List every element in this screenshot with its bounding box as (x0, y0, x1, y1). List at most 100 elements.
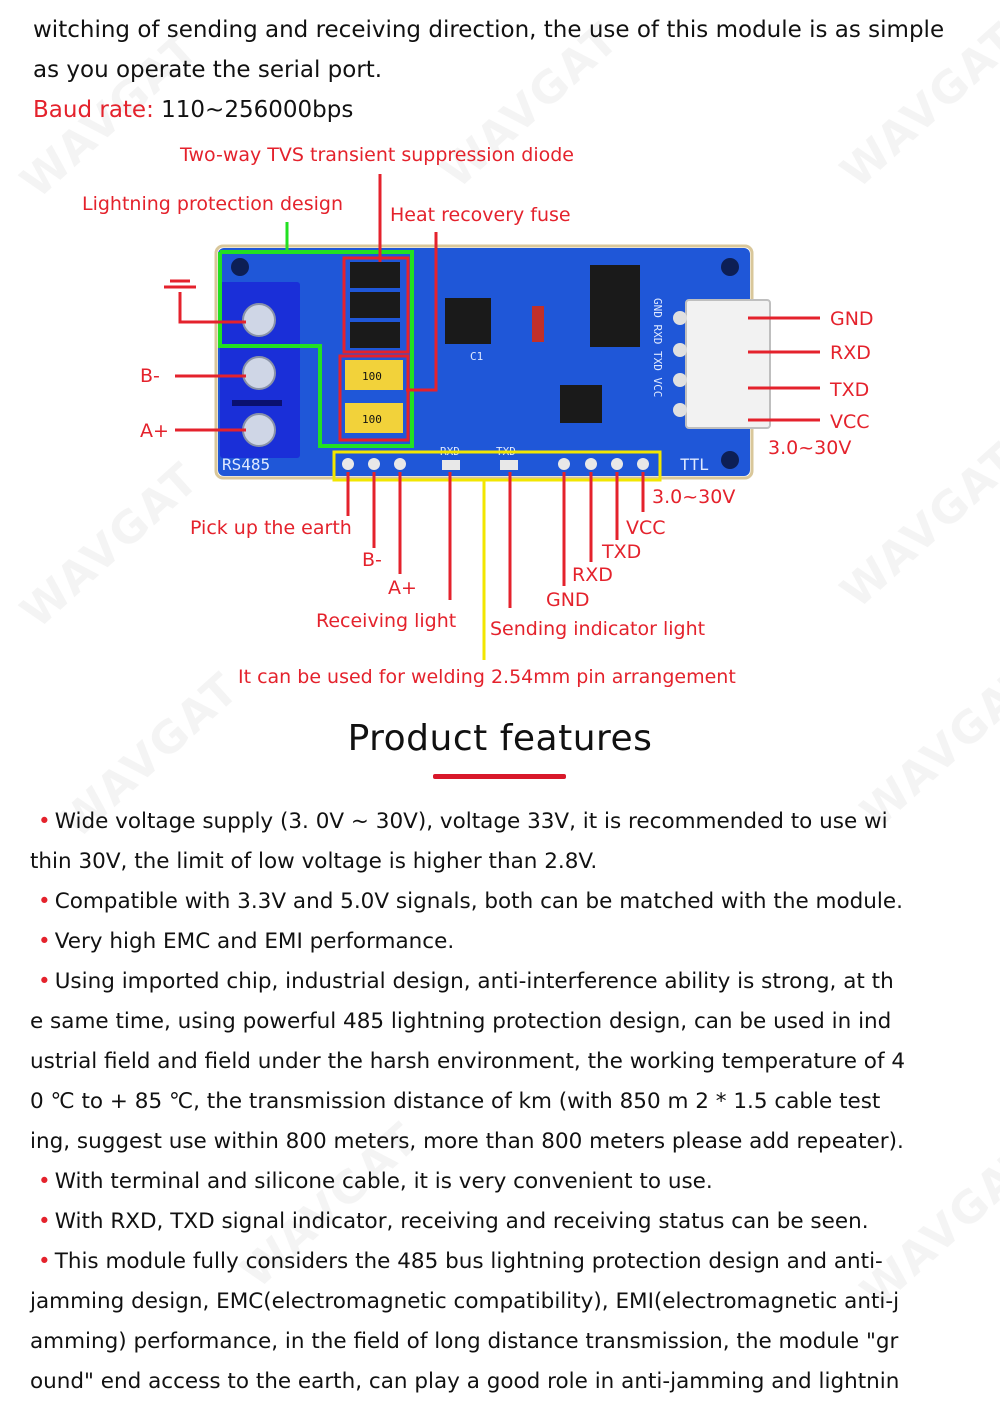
right-vcc-label: VCC (830, 411, 870, 433)
bullet: • (38, 889, 51, 914)
header-pin (673, 403, 687, 417)
bullet: • (38, 1169, 51, 1194)
sending-light-label: Sending indicator light (490, 618, 705, 640)
feature-line: ing, suggest use within 800 meters, more… (30, 1122, 980, 1162)
baud-rate-value: 110~256000bps (153, 97, 354, 123)
transceiver-chip (445, 298, 491, 344)
feature-line: •With RXD, TXD signal indicator, receivi… (30, 1202, 980, 1242)
fuse-highlight (338, 354, 410, 442)
mount-hole (721, 451, 739, 469)
feature-line: amming) performance, in the field of lon… (30, 1322, 980, 1362)
silkscreen-c1: C1 (470, 350, 483, 363)
pin-hole (558, 458, 570, 470)
feature-text: Wide voltage supply (3. 0V ~ 30V), volta… (54, 809, 888, 834)
welding-label: It can be used for welding 2.54mm pin ar… (238, 666, 736, 688)
feature-text: ustrial field and field under the harsh … (30, 1049, 906, 1074)
leader-line (178, 292, 246, 324)
feature-line: •Very high EMC and EMI performance. (30, 922, 980, 962)
fuse (345, 360, 403, 390)
silkscreen-ttl: TTL (680, 455, 709, 474)
left-b-minus-label: B- (140, 365, 160, 387)
bottom-txd-label: TXD (601, 541, 641, 563)
pin-hole (585, 458, 597, 470)
pin-hole (611, 458, 623, 470)
tx-led (500, 460, 518, 470)
mount-hole (721, 258, 739, 276)
feature-line: •With terminal and silicone cable, it is… (30, 1162, 980, 1202)
intro-line: witching of sending and receiving direct… (33, 17, 945, 43)
title-underline (433, 774, 566, 779)
feature-text: e same time, using powerful 485 lightnin… (30, 1009, 892, 1034)
pin-hole (368, 458, 380, 470)
lightning-protection-label: Lightning protection design (82, 193, 343, 215)
diode-d1 (532, 306, 544, 342)
tvs-diode (350, 292, 400, 318)
silkscreen-rs485: RS485 (222, 455, 270, 474)
intro-line: as you operate the serial port. (33, 57, 383, 83)
bottom-gnd-label: GND (546, 589, 590, 611)
regulator-chip (560, 385, 602, 423)
bullet: • (38, 1209, 51, 1234)
right-txd-label: TXD (829, 379, 869, 401)
bullet: • (38, 929, 51, 954)
feature-line: •Wide voltage supply (3. 0V ~ 30V), volt… (30, 802, 980, 842)
bullet: • (38, 969, 51, 994)
terminal-divider (232, 400, 282, 406)
tvs-diode (350, 322, 400, 348)
lightning-protection-outline (218, 250, 414, 448)
pin-row-highlight (332, 450, 662, 482)
pick-earth-label: Pick up the earth (190, 517, 352, 539)
feature-line: •Compatible with 3.3V and 5.0V signals, … (30, 882, 980, 922)
pin-hole (637, 458, 649, 470)
feature-text: ound" end access to the earth, can play … (30, 1369, 900, 1394)
terminal-screw-a (242, 413, 276, 447)
logic-chip (590, 265, 640, 347)
feature-line: jamming design, EMC(electromagnetic comp… (30, 1282, 980, 1322)
leader-line (406, 232, 438, 392)
intro-text: witching of sending and receiving direct… (33, 10, 983, 130)
feature-text: With RXD, TXD signal indicator, receivin… (54, 1209, 869, 1234)
bullet: • (38, 1249, 51, 1274)
feature-text: Very high EMC and EMI performance. (54, 929, 455, 954)
fuse-marking: 100 (362, 413, 382, 426)
terminal-screw-ground (242, 303, 276, 337)
feature-line: ustrial field and field under the harsh … (30, 1042, 980, 1082)
silkscreen-header-pins: GND RXD TXD VCC (651, 298, 664, 397)
bottom-rxd-label: RXD (572, 564, 613, 586)
feature-line: •This module fully considers the 485 bus… (30, 1242, 980, 1282)
receiving-light-label: Receiving light (316, 610, 456, 632)
fuse-label: Heat recovery fuse (390, 204, 571, 226)
feature-text: Compatible with 3.3V and 5.0V signals, b… (54, 889, 903, 914)
module-diagram: 100 100 C1 GND RXD TXD VCC RS485 TTL RXD… (82, 144, 874, 688)
feature-text: amming) performance, in the field of lon… (30, 1329, 899, 1354)
feature-line: e same time, using powerful 485 lightnin… (30, 1002, 980, 1042)
feature-text: ing, suggest use within 800 meters, more… (30, 1129, 904, 1154)
feature-text: 0 ℃ to + 85 ℃, the transmission distance… (30, 1089, 881, 1114)
bottom-vcc-label: VCC (626, 517, 666, 539)
feature-text: Using imported chip, industrial design, … (54, 969, 894, 994)
feature-line: ound" end access to the earth, can play … (30, 1362, 980, 1402)
feature-line: thin 30V, the limit of low voltage is hi… (30, 842, 980, 882)
bottom-a-plus-label: A+ (388, 577, 417, 599)
pin-hole (394, 458, 406, 470)
baud-rate-label: Baud rate: (33, 97, 154, 123)
left-a-plus-label: A+ (140, 420, 169, 442)
fuse (345, 403, 403, 433)
baud-rate-line: Baud rate: 110~256000bps (33, 90, 983, 130)
right-gnd-label: GND (830, 308, 874, 330)
feature-text: thin 30V, the limit of low voltage is hi… (30, 849, 598, 874)
feature-line: •Using imported chip, industrial design,… (30, 962, 980, 1002)
tvs-highlight (342, 256, 410, 354)
pin-hole (342, 458, 354, 470)
mount-hole (231, 258, 249, 276)
bottom-b-minus-label: B- (362, 549, 382, 571)
header-pin (673, 373, 687, 387)
header-connector (685, 299, 771, 429)
feature-text: This module fully considers the 485 bus … (54, 1249, 883, 1274)
header-pin (673, 343, 687, 357)
right-voltage-label: 3.0~30V (768, 437, 851, 459)
feature-text: jamming design, EMC(electromagnetic comp… (30, 1289, 900, 1314)
section-title: Product features (347, 718, 653, 759)
bottom-voltage-label: 3.0~30V (652, 486, 735, 508)
features-list: • Wide voltage supply (3. 0V ~ 30V), volt… (30, 802, 980, 1402)
